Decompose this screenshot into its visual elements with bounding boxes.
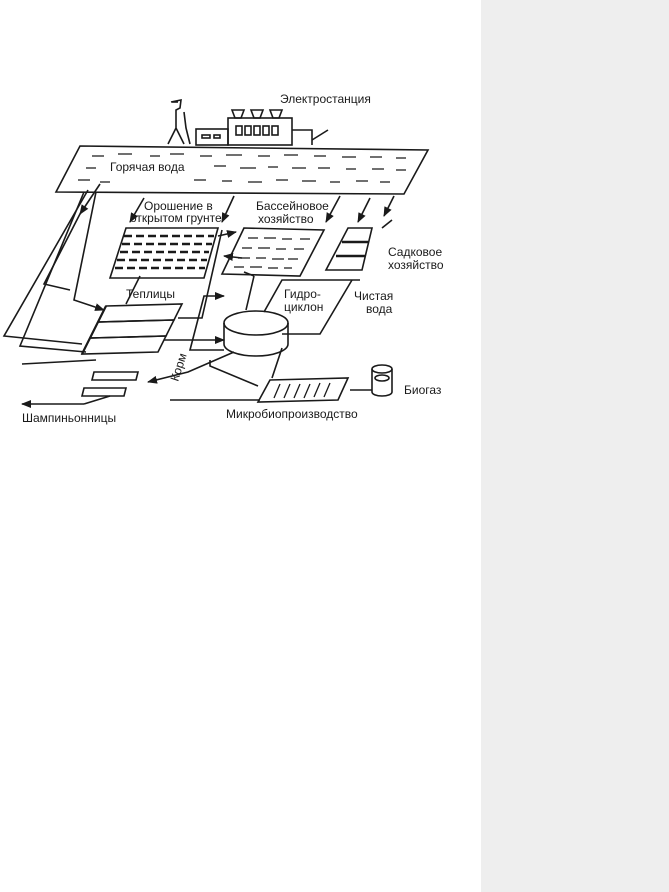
label-microbio: Микробиопроизводство <box>226 407 358 421</box>
flow-lines <box>2 183 395 408</box>
label-power-station: Электростанция <box>280 92 371 106</box>
label-cage-2: хозяйство <box>388 258 444 272</box>
label-biogas: Биогаз <box>404 383 442 397</box>
label-clean-water-1: Чистая <box>354 289 393 303</box>
power-station-icon <box>167 98 329 146</box>
irrigation-field <box>108 227 220 279</box>
greenhouses <box>80 303 184 355</box>
hot-water-reservoir <box>54 145 430 195</box>
label-irrigation-1: Орошение в <box>144 199 213 213</box>
label-clean-water-2: вода <box>366 302 393 316</box>
pool-farm <box>220 227 326 277</box>
page-area <box>0 0 481 892</box>
label-feed: Корм <box>168 351 190 383</box>
label-hydrocyclone-2: циклон <box>284 300 323 314</box>
label-irrigation-2: открытом грунте <box>130 211 222 225</box>
right-sidebar-panel <box>481 0 669 892</box>
label-hydrocyclone-1: Гидро- <box>284 287 321 301</box>
biogas-tank <box>371 364 393 397</box>
label-pool-1: Бассейновое <box>256 199 329 213</box>
microbio-unit <box>256 377 350 403</box>
label-mushrooms: Шампиньонницы <box>22 411 116 425</box>
label-pool-2: хозяйство <box>258 212 314 226</box>
cage-farm <box>324 227 374 271</box>
mushroom-houses <box>80 371 140 397</box>
label-cage-1: Садковое <box>388 245 442 259</box>
hydrocyclone-tank <box>223 310 289 357</box>
fish-farm-energy-diagram: Электростанция Горячая вода Орошение в о… <box>2 92 444 425</box>
label-hot-water: Горячая вода <box>110 160 185 174</box>
label-greenhouses: Теплицы <box>126 287 175 301</box>
